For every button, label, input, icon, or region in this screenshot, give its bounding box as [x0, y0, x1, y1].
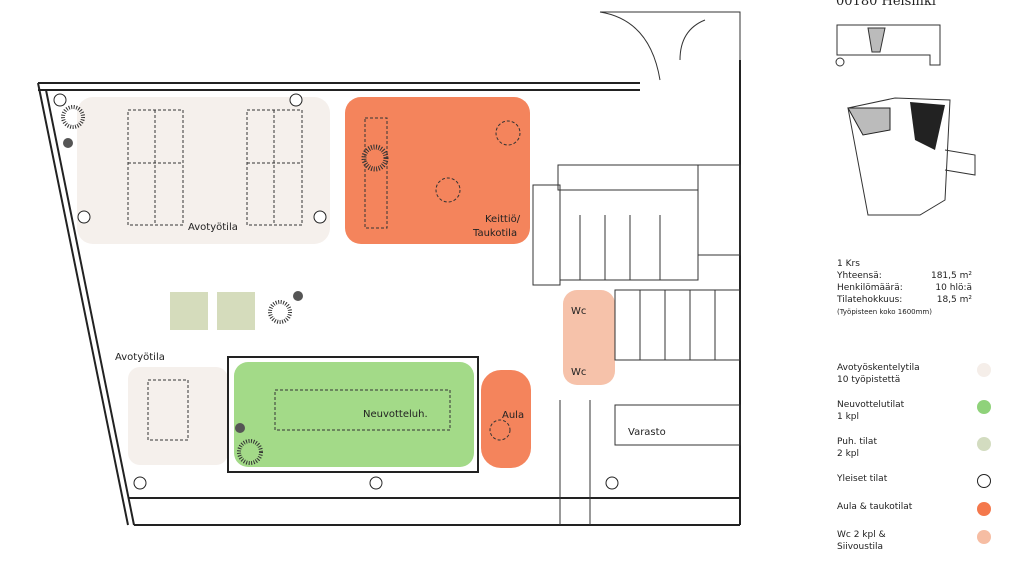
legend-swatch	[977, 474, 991, 488]
legend-swatch	[977, 363, 991, 377]
legend-label: Aula & taukotilat	[837, 502, 913, 512]
room-label-meeting: Neuvotteluh.	[363, 409, 428, 420]
stat-note: (Työpisteen koko 1600mm)	[837, 308, 932, 316]
room-label-lobby: Aula	[502, 410, 524, 421]
service-core	[532, 164, 741, 525]
room-label-kitchen-2: Taukotila	[472, 228, 517, 239]
legend-sublabel: 2 kpl	[837, 449, 860, 459]
legend-item: Aula & taukotilat	[837, 501, 991, 516]
legend-item: Puh. tilat 2 kpl	[837, 436, 991, 460]
wc-zone	[563, 290, 615, 385]
kitchen-zone	[345, 97, 530, 244]
meeting-room-walls	[227, 356, 479, 473]
legend-sublabel: 1 kpl	[837, 412, 860, 422]
room-label-kitchen-1: Keittiö/	[485, 214, 521, 225]
stat-row: Yhteensä: 181,5 m²	[837, 270, 972, 282]
floor-label: 1 Krs	[837, 259, 860, 269]
legend-label: Neuvottelutilat	[837, 400, 905, 410]
legend-label: Wc 2 kpl &	[837, 530, 886, 540]
legend-label: Yleiset tilat	[837, 474, 888, 484]
stat-value: 10 hlö:ä	[935, 283, 972, 293]
room-label-storage: Varasto	[628, 427, 666, 438]
stat-value: 18,5 m²	[936, 295, 972, 305]
stat-label: Yhteensä:	[837, 271, 882, 281]
lobby-zone	[481, 370, 531, 468]
legend-sublabel: Siivoustila	[837, 542, 883, 552]
plant-icons	[61, 105, 389, 465]
legend-label: Puh. tilat	[837, 437, 877, 447]
legend-swatch	[977, 400, 991, 414]
legend-item: Neuvottelutilat 1 kpl	[837, 399, 991, 423]
desks	[127, 109, 521, 441]
open-work-zone-bottom	[128, 367, 228, 465]
columns	[53, 93, 619, 490]
phone-booth-2	[217, 292, 255, 330]
north-arrow-icon	[835, 57, 845, 67]
legend-swatch	[977, 437, 991, 451]
legend: Avotyöskentelytila 10 työpistettä Neuvott…	[837, 362, 991, 566]
floor-key-plan	[847, 97, 976, 216]
legend-label: Avotyöskentelytila	[837, 363, 920, 373]
legend-item: Avotyöskentelytila 10 työpistettä	[837, 362, 991, 386]
room-label-wc-1: Wc	[571, 306, 586, 317]
stat-row: Henkilömäärä: 10 hlö:ä	[837, 282, 972, 294]
stat-label: Tilatehokkuus:	[837, 295, 903, 305]
room-label-wc-2: Wc	[571, 367, 586, 378]
room-label-open-work-top: Avotyötila	[188, 222, 238, 233]
stat-row: Tilatehokkuus: 18,5 m²	[837, 294, 972, 306]
stat-value: 181,5 m²	[930, 271, 972, 281]
floor-stats: 1 Krs Yhteensä: 181,5 m² Henkilömäärä: 10 …	[837, 258, 972, 318]
phone-booth-1	[170, 292, 208, 330]
legend-swatch	[977, 502, 991, 516]
legend-item: Yleiset tilat	[837, 473, 991, 488]
legend-swatch	[977, 530, 991, 544]
legend-sublabel: 10 työpistettä	[837, 375, 901, 385]
room-label-open-work-bottom: Avotyötila	[115, 352, 165, 363]
stat-label: Henkilömäärä:	[837, 283, 903, 293]
building-key-plan	[835, 24, 941, 67]
meeting-room-zone	[234, 362, 474, 467]
legend-item: Wc 2 kpl & Siivoustila	[837, 529, 991, 553]
open-work-zone-top	[77, 97, 330, 244]
address: 00180 Helsinki	[836, 0, 936, 9]
